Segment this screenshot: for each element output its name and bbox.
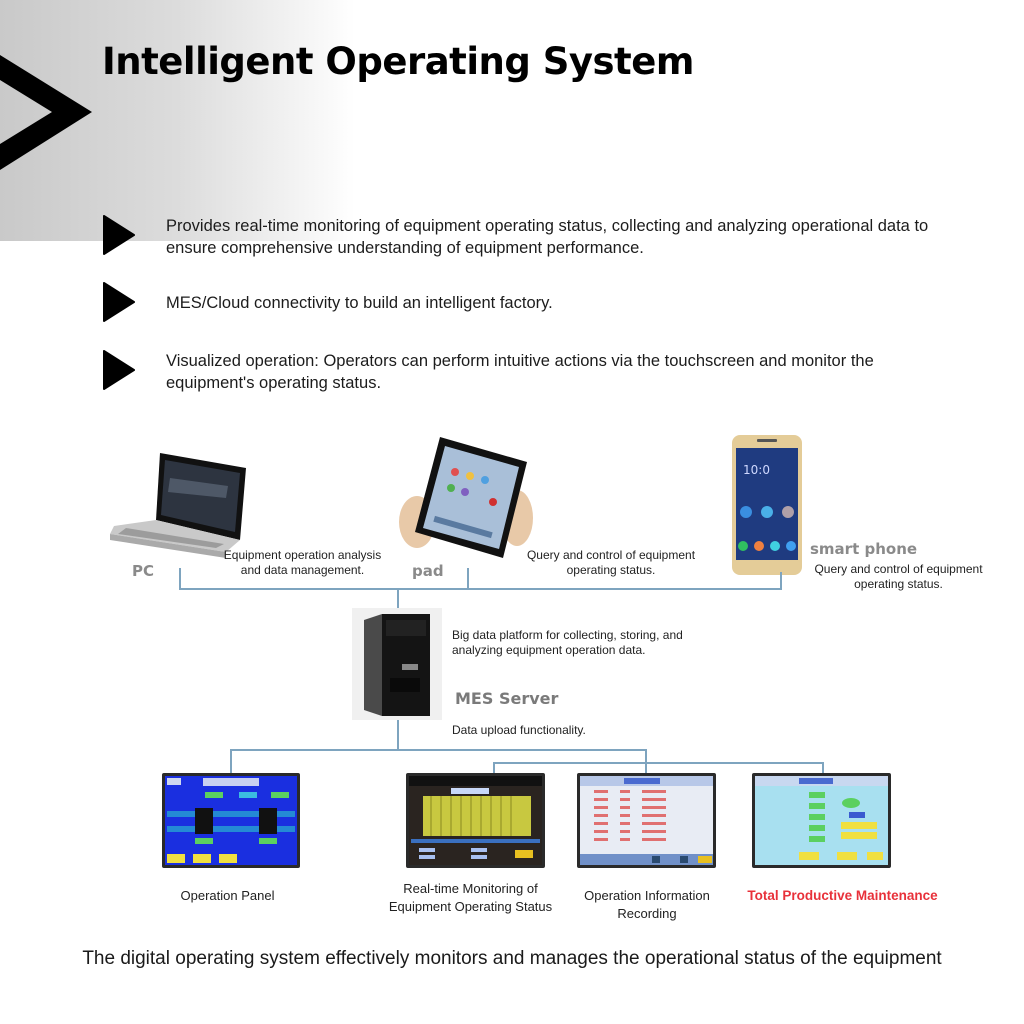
play-triangle-icon	[103, 350, 135, 390]
bullet-text: Provides real-time monitoring of equipme…	[166, 217, 929, 257]
network-diagram: PC Equipment operation analysis and data…	[0, 420, 1024, 940]
tablet-icon	[399, 437, 533, 558]
connector-line	[467, 568, 469, 590]
play-triangle-icon	[103, 215, 135, 255]
chevron-right-icon	[0, 55, 92, 170]
server-tower-icon	[364, 614, 430, 716]
device-label-pc: PC	[132, 562, 155, 580]
server-upload-description: Data upload functionality.	[452, 723, 586, 737]
bullet-item: Visualized operation: Operators can perf…	[103, 350, 933, 394]
connector-line	[397, 720, 399, 750]
maintenance-graphic	[755, 776, 888, 860]
device-description-pad: Query and control of equipment operating…	[526, 548, 696, 577]
bullet-item: Provides real-time monitoring of equipme…	[103, 215, 933, 259]
device-description-smartphone: Query and control of equipment operating…	[814, 562, 983, 591]
connector-line	[493, 762, 495, 775]
connector-line	[230, 749, 232, 775]
device-description-pc: Equipment operation analysis and data ma…	[223, 548, 382, 577]
server-label: MES Server	[455, 689, 559, 708]
connector-line	[822, 762, 824, 775]
play-triangle-icon	[103, 282, 135, 322]
screen-caption: Operation Information Recording	[584, 888, 710, 921]
connector-line	[780, 572, 782, 590]
server-description: Big data platform for collecting, storin…	[452, 628, 683, 657]
monitoring-chart-graphic	[409, 776, 542, 859]
bullet-text: MES/Cloud connectivity to build an intel…	[166, 294, 553, 312]
connector-line	[397, 588, 399, 614]
connector-line	[493, 762, 824, 764]
screen-caption-highlighted: Total Productive Maintenance	[747, 888, 938, 903]
operation-panel-graphic	[167, 778, 295, 863]
bullet-item: MES/Cloud connectivity to build an intel…	[103, 282, 933, 322]
connector-line	[179, 588, 782, 590]
footer-summary: The digital operating system effectively…	[82, 948, 942, 969]
hmi-records-table-screen	[577, 773, 716, 868]
screen-caption: Real-time Monitoring of Equipment Operat…	[388, 881, 553, 914]
connector-line	[230, 749, 646, 751]
hmi-monitoring-chart-screen	[406, 773, 545, 868]
hmi-maintenance-screen	[752, 773, 891, 868]
laptop-icon	[110, 453, 246, 558]
page-title: Intelligent Operating System	[102, 40, 694, 83]
bullet-text: Visualized operation: Operators can perf…	[166, 352, 874, 392]
hmi-operation-panel-screen	[162, 773, 300, 868]
svg-text:10:0: 10:0	[743, 463, 770, 477]
device-label-pad: pad	[412, 562, 444, 580]
connector-line	[179, 568, 181, 590]
screen-caption: Operation Panel	[180, 888, 275, 903]
smartphone-icon: 10:0	[732, 435, 802, 575]
records-table-graphic	[580, 776, 713, 865]
device-label-smartphone: smart phone	[810, 540, 918, 558]
